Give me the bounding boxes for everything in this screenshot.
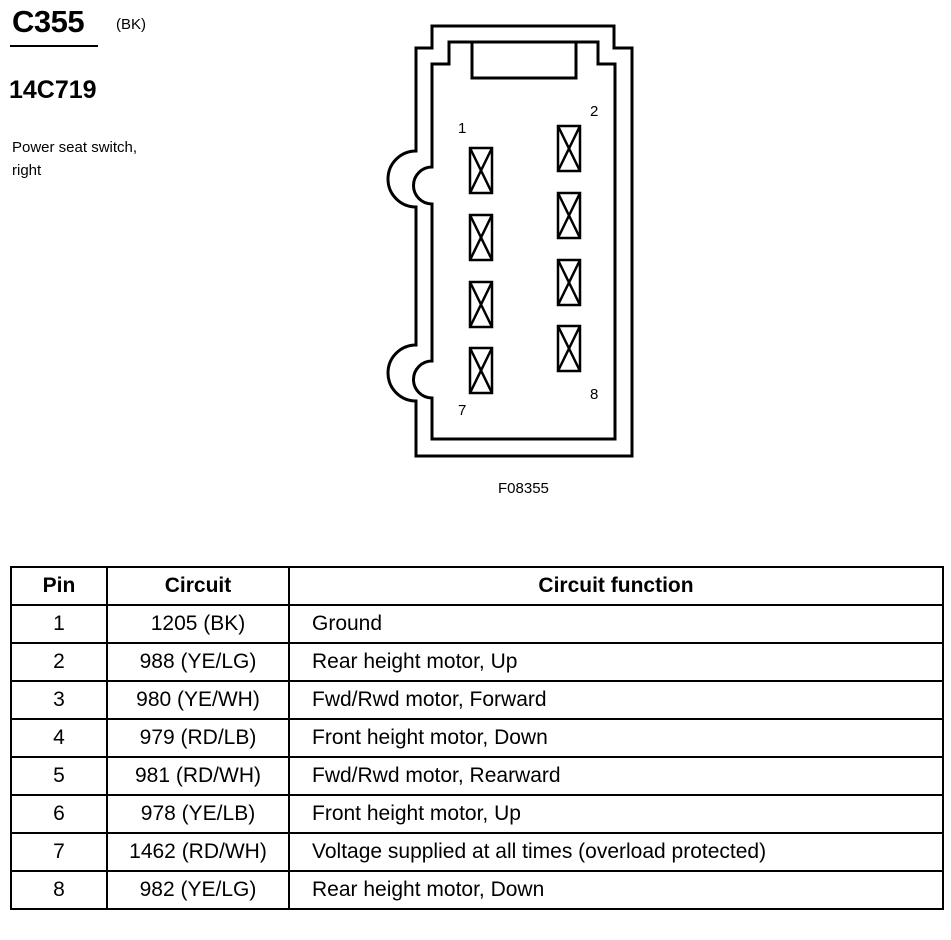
description-line-2: right bbox=[12, 162, 42, 179]
connector-housing-outer bbox=[386, 24, 634, 458]
cell-circuit: 1462 (RD/WH) bbox=[106, 832, 290, 872]
cell-circuit: 979 (RD/LB) bbox=[106, 718, 290, 758]
cell-pin: 5 bbox=[10, 756, 108, 796]
connector-description: Power seat switch, right bbox=[12, 136, 212, 182]
locking-tab bbox=[470, 40, 578, 80]
cell-circuit-function: Rear height motor, Up bbox=[288, 642, 944, 682]
cell-pin: 4 bbox=[10, 718, 108, 758]
pin-label-8: 8 bbox=[590, 386, 598, 403]
header-circuit-function: Circuit function bbox=[288, 566, 944, 606]
cell-circuit-function: Fwd/Rwd motor, Rearward bbox=[288, 756, 944, 796]
terminal-cavity-1 bbox=[468, 146, 494, 195]
terminal-cavity-4 bbox=[556, 191, 582, 240]
pin-label-2: 2 bbox=[590, 103, 598, 120]
terminal-cavity-3 bbox=[468, 213, 494, 262]
cell-circuit: 1205 (BK) bbox=[106, 604, 290, 644]
cell-pin: 1 bbox=[10, 604, 108, 644]
part-number: 14C719 bbox=[9, 76, 97, 104]
pin-label-1: 1 bbox=[458, 120, 466, 137]
connector-face-diagram: 1 2 7 8 bbox=[386, 24, 634, 458]
connector-id-underline bbox=[10, 45, 98, 47]
terminal-cavity-2 bbox=[556, 124, 582, 173]
header-circuit: Circuit bbox=[106, 566, 290, 606]
cell-circuit-function: Fwd/Rwd motor, Forward bbox=[288, 680, 944, 720]
terminal-cavities bbox=[468, 124, 582, 395]
cell-pin: 2 bbox=[10, 642, 108, 682]
description-line-1: Power seat switch, bbox=[12, 139, 138, 156]
terminal-cavity-5 bbox=[468, 280, 494, 329]
connector-id: C355 bbox=[12, 4, 85, 39]
header-pin: Pin bbox=[10, 566, 108, 606]
figure-code: F08355 bbox=[498, 480, 549, 497]
terminal-cavity-7 bbox=[468, 346, 494, 395]
cell-circuit-function: Voltage supplied at all times (overload … bbox=[288, 832, 944, 872]
cell-circuit: 988 (YE/LG) bbox=[106, 642, 290, 682]
connector-color: (BK) bbox=[116, 16, 146, 33]
cell-circuit-function: Front height motor, Up bbox=[288, 794, 944, 834]
terminal-cavity-6 bbox=[556, 258, 582, 307]
terminal-cavity-8 bbox=[556, 324, 582, 373]
cell-circuit: 981 (RD/WH) bbox=[106, 756, 290, 796]
cell-circuit-function: Ground bbox=[288, 604, 944, 644]
connector-housing-inner bbox=[412, 40, 617, 441]
cell-pin: 6 bbox=[10, 794, 108, 834]
cell-circuit-function: Rear height motor, Down bbox=[288, 870, 944, 910]
cell-pin: 3 bbox=[10, 680, 108, 720]
cell-circuit: 982 (YE/LG) bbox=[106, 870, 290, 910]
cell-pin: 8 bbox=[10, 870, 108, 910]
cell-circuit: 978 (YE/LB) bbox=[106, 794, 290, 834]
cell-pin: 7 bbox=[10, 832, 108, 872]
pin-label-7: 7 bbox=[458, 402, 466, 419]
table-header-row: Pin Circuit Circuit function bbox=[10, 566, 944, 606]
cell-circuit-function: Front height motor, Down bbox=[288, 718, 944, 758]
cell-circuit: 980 (YE/WH) bbox=[106, 680, 290, 720]
